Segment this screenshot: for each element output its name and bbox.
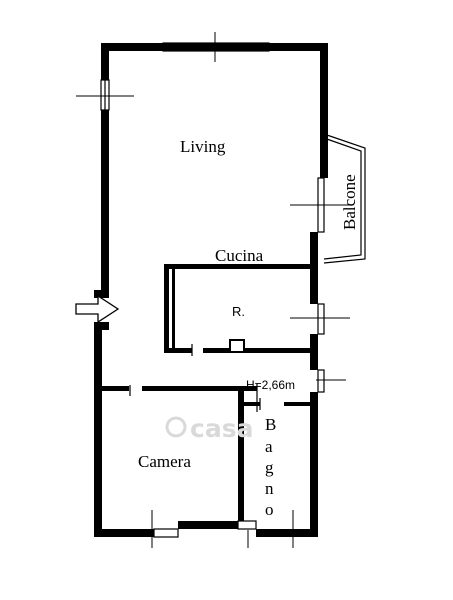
bagno-letter: o <box>265 500 274 519</box>
right-window <box>317 303 325 335</box>
window-axis-lines <box>76 32 350 548</box>
height-note: H=2,66m <box>246 378 295 392</box>
room-label-living: Living <box>180 137 226 156</box>
room-label-bagno: B a g n o <box>265 415 276 519</box>
watermark-house-icon <box>165 416 187 438</box>
balcony <box>323 133 366 264</box>
room-label-ripostiglio: R. <box>232 304 245 319</box>
bagno-letter: n <box>265 479 274 498</box>
room-label-camera: Camera <box>138 452 191 471</box>
interior-walls <box>94 264 310 521</box>
windows <box>100 42 325 538</box>
outer-walls <box>94 43 328 537</box>
room-label-cucina: Cucina <box>215 246 264 265</box>
bath-bottom-window <box>237 520 257 530</box>
bagno-letter: B <box>265 415 276 434</box>
bagno-letter: g <box>265 458 274 477</box>
watermark-text: casa <box>190 414 253 443</box>
watermark: casa <box>165 414 253 443</box>
bagno-letter: a <box>265 437 273 456</box>
door-jambs <box>129 344 261 412</box>
entrance-arrow-icon <box>75 294 120 324</box>
room-label-balcone: Balcone <box>340 174 359 230</box>
camera-window <box>153 528 179 538</box>
bath-window <box>317 369 325 393</box>
